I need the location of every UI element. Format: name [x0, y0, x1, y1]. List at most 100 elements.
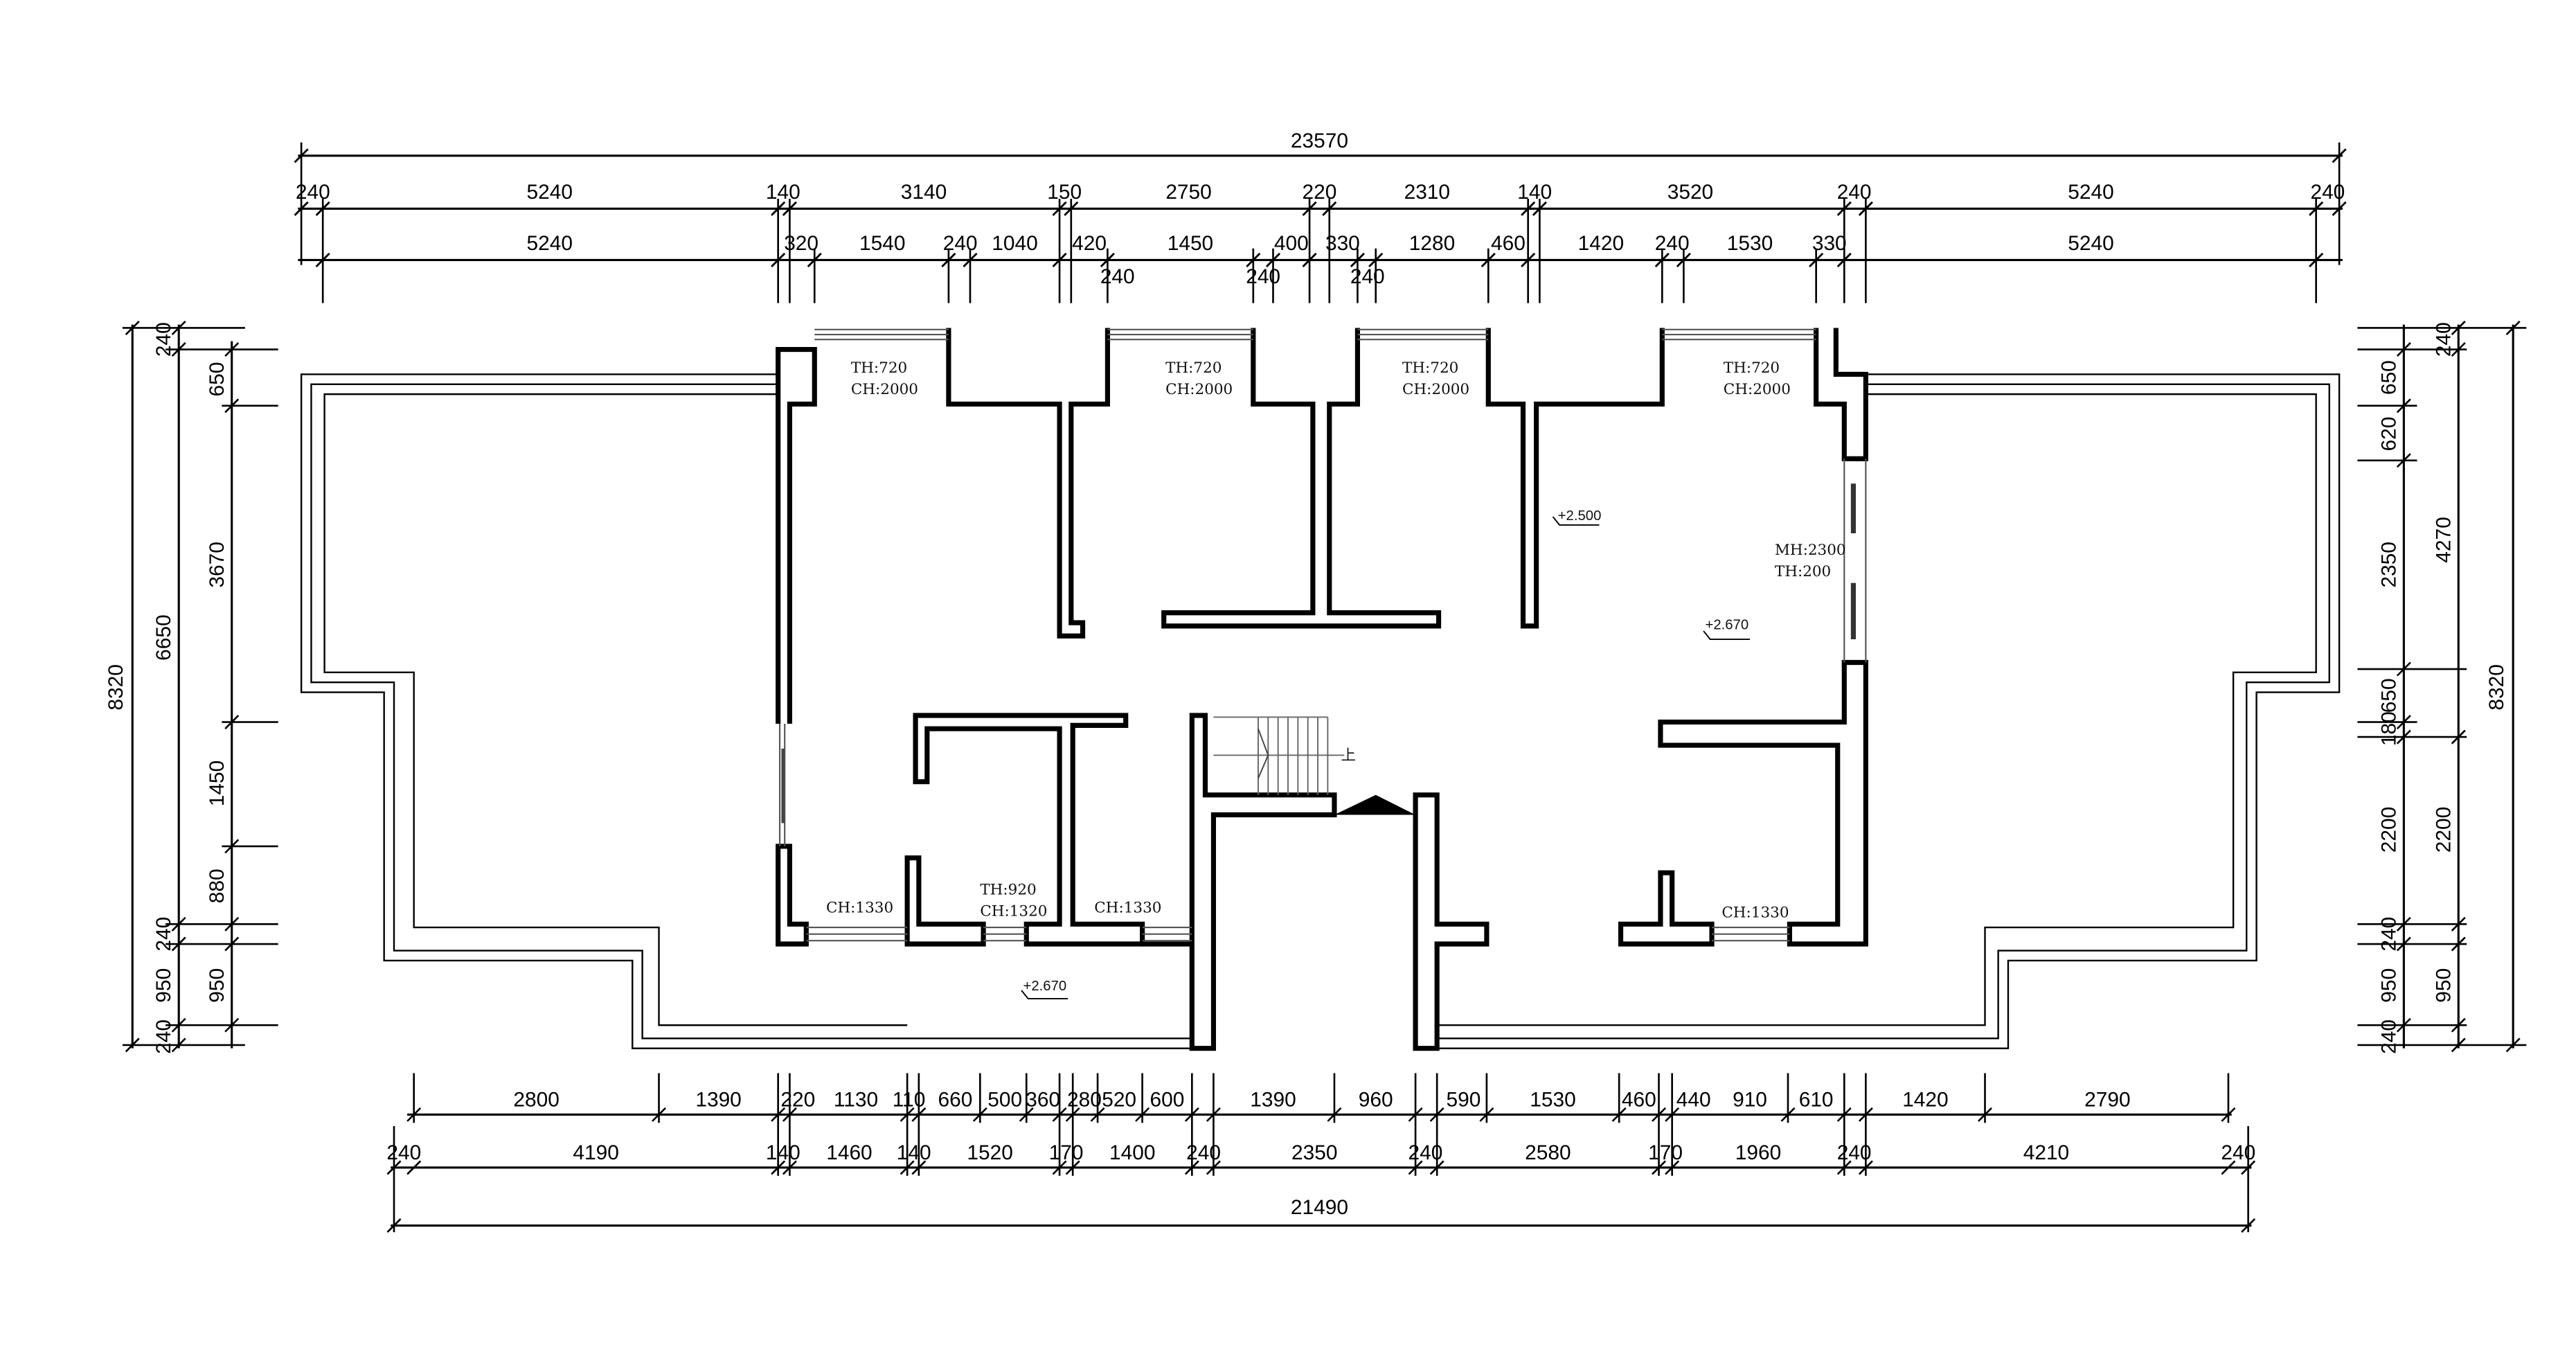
window-note-ch: CH:2000	[1724, 381, 1791, 398]
dim-bottom-total: 21490	[1291, 1196, 1348, 1219]
dim-label: 240	[1350, 265, 1385, 288]
dim-label: 240	[1408, 1141, 1443, 1164]
dim-label: 240	[1837, 1141, 1872, 1164]
window-top-2	[1107, 328, 1253, 341]
dim-top-row2: 5240 320 1540 240 1040 420 1450 400 330 …	[526, 232, 2113, 255]
dim-label: 2750	[1165, 181, 1211, 204]
wall-top-room-3	[1485, 328, 1665, 629]
dim-right-inner: 650 620 2350 650 180 2200 240 950 240	[2377, 360, 2400, 1054]
dim-label: 2350	[1291, 1141, 1337, 1164]
dim-label: 1420	[1578, 232, 1624, 255]
dim-top-row1: 240 5240 140 3140 150 2750 220 2310 140 …	[296, 181, 2345, 204]
wall-left-exterior	[776, 346, 817, 724]
dim-label: 1530	[1727, 232, 1773, 255]
window-note-ch: CH:2000	[851, 381, 918, 398]
dim-label: 460	[1622, 1088, 1656, 1111]
window-bottom-3	[1142, 927, 1192, 942]
dim-label: 440	[1676, 1088, 1711, 1111]
dim-label: 5240	[2068, 232, 2113, 255]
dim-label: 2350	[2377, 542, 2400, 587]
dim-label: 3520	[1667, 181, 1713, 204]
window-note-ch: CH:1330	[826, 900, 893, 917]
dim-label: 4210	[2023, 1141, 2069, 1164]
dim-label: 650	[206, 362, 229, 397]
level-value: +2.500	[1558, 508, 1602, 524]
stair-up-label: 上	[1341, 747, 1357, 765]
window-note-ch: CH:2000	[1402, 381, 1469, 398]
dim-label: 1520	[967, 1141, 1012, 1164]
dim-label: 1390	[1250, 1088, 1296, 1111]
level-value: +2.670	[1705, 618, 1748, 633]
dim-label: 150	[1047, 181, 1082, 204]
wall-corridor-right	[1413, 792, 1490, 1051]
dim-label: 240	[2432, 322, 2455, 357]
dim-label: 240	[2221, 1141, 2255, 1164]
wall-right-exterior	[1814, 328, 1868, 461]
roof-parapet-outline	[300, 373, 2341, 1049]
window-top-4	[1662, 328, 1816, 341]
dim-label: 1530	[1530, 1088, 1575, 1111]
dim-label: 220	[780, 1088, 815, 1111]
window-bottom-2	[983, 927, 1027, 942]
dim-label: 320	[784, 232, 819, 255]
dim-label: 960	[1359, 1088, 1393, 1111]
dim-label: 600	[1150, 1088, 1185, 1111]
dim-label: 140	[1517, 181, 1552, 204]
dim-right-outer: 240 4270 2200 950	[2432, 322, 2455, 1002]
dim-label: 590	[1446, 1088, 1481, 1111]
dim-label: 240	[2377, 917, 2400, 952]
dim-label: 950	[2432, 968, 2455, 1003]
level-marker: +2.500	[1552, 508, 1602, 526]
dim-label: 3670	[206, 542, 229, 587]
door-note-th: TH:200	[1775, 563, 1831, 580]
dim-label: 180	[2377, 711, 2400, 746]
dim-label: 4270	[2432, 517, 2455, 562]
top-dimension-chains: 23570 240 5240 140 3140 150 2750 220 231…	[294, 130, 2347, 303]
room-annotations: TH:720 CH:2000 TH:720 CH:2000 TH:720 CH:…	[826, 359, 1846, 922]
door-right-side	[1843, 458, 1867, 663]
dim-label: 650	[2377, 678, 2400, 713]
dim-label: 110	[893, 1088, 926, 1111]
dim-label: 620	[2377, 417, 2400, 452]
dim-label: 2310	[1404, 181, 1450, 204]
stair-arrow-icon	[1334, 794, 1416, 815]
dim-label: 330	[1325, 232, 1360, 255]
dim-label: 330	[1812, 232, 1847, 255]
wall-bath-left	[913, 713, 1145, 947]
window-top-1	[814, 328, 949, 341]
dim-label: 240	[152, 917, 175, 952]
bottom-dimension-chains: 2800 1390 220 1130 110 660 500 360 280 5…	[386, 1073, 2255, 1233]
dim-label: 2200	[2377, 807, 2400, 853]
dim-bottom-row2: 240 4190 140 1460 140 1520 170 1400 240 …	[386, 1141, 2255, 1164]
dim-label: 500	[987, 1088, 1022, 1111]
dim-label: 240	[386, 1141, 421, 1164]
window-note-th: TH:920	[980, 881, 1036, 898]
dim-bottom-row1: 2800 1390 220 1130 110 660 500 360 280 5…	[513, 1088, 2130, 1111]
wall-corridor-left	[1142, 713, 1337, 1051]
wall-right-lower	[1618, 870, 1715, 947]
dim-label: 170	[1049, 1141, 1084, 1164]
level-value: +2.670	[1023, 979, 1066, 994]
dim-label: 5240	[526, 181, 572, 204]
dim-label: 170	[1648, 1141, 1683, 1164]
dim-right-total: 8320	[2485, 664, 2508, 710]
dim-label: 650	[2377, 360, 2400, 395]
window-note-ch: CH:1330	[1721, 905, 1789, 922]
dim-label: 2200	[2432, 807, 2455, 853]
dim-label: 140	[766, 181, 800, 204]
dim-label: 400	[1274, 232, 1309, 255]
dim-label: 5240	[2068, 181, 2113, 204]
window-bottom-4	[1712, 927, 1790, 942]
dim-label: 240	[1246, 265, 1280, 288]
walls	[776, 328, 1868, 1051]
dim-label: 1420	[1902, 1088, 1948, 1111]
dim-left-outer: 240 6650 240 950 240	[152, 322, 175, 1054]
level-marker: +2.670	[1021, 979, 1068, 999]
dim-label: 240	[2377, 1019, 2400, 1054]
dim-label: 2790	[2084, 1088, 2130, 1111]
dim-label: 1960	[1735, 1141, 1781, 1164]
dim-label: 240	[152, 1019, 175, 1054]
dim-label: 6650	[152, 614, 175, 660]
dim-label: 360	[1026, 1088, 1060, 1111]
